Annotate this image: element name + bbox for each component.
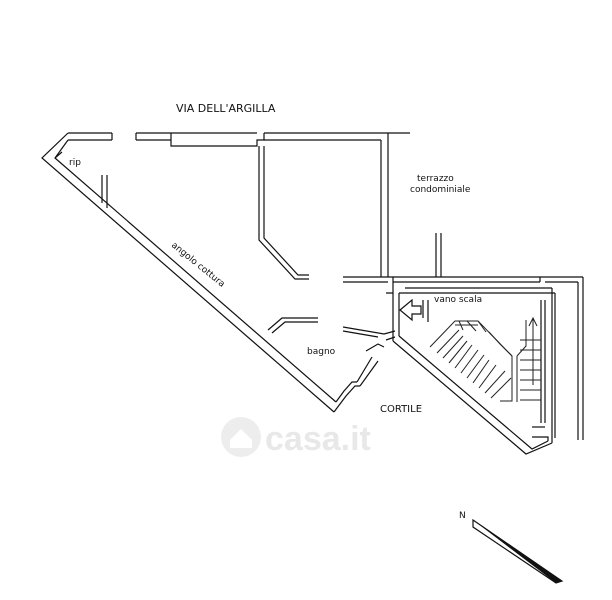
north-arrow-icon: N	[459, 511, 564, 584]
watermark-text: casa.it	[265, 420, 371, 458]
stairwell-walls	[392, 287, 556, 455]
bathroom-label: bagno	[307, 347, 336, 357]
terrace-label-line1: terrazzo	[417, 174, 454, 184]
watermark-house-icon	[230, 429, 252, 448]
north-label: N	[459, 511, 466, 521]
storage-label: rip	[69, 158, 81, 168]
apartment-walls	[41, 132, 396, 413]
street-label: VIA DELL'ARGILLA	[176, 102, 276, 115]
courtyard-label: CORTILE	[380, 404, 422, 415]
terrace-label-line2: condominiale	[410, 185, 471, 195]
staircase	[429, 316, 541, 402]
terrace-walls	[388, 132, 584, 440]
entrance-arrow-icon	[399, 298, 422, 322]
stairwell-label: vano scala	[434, 295, 482, 305]
watermark: casa.it	[221, 417, 371, 458]
